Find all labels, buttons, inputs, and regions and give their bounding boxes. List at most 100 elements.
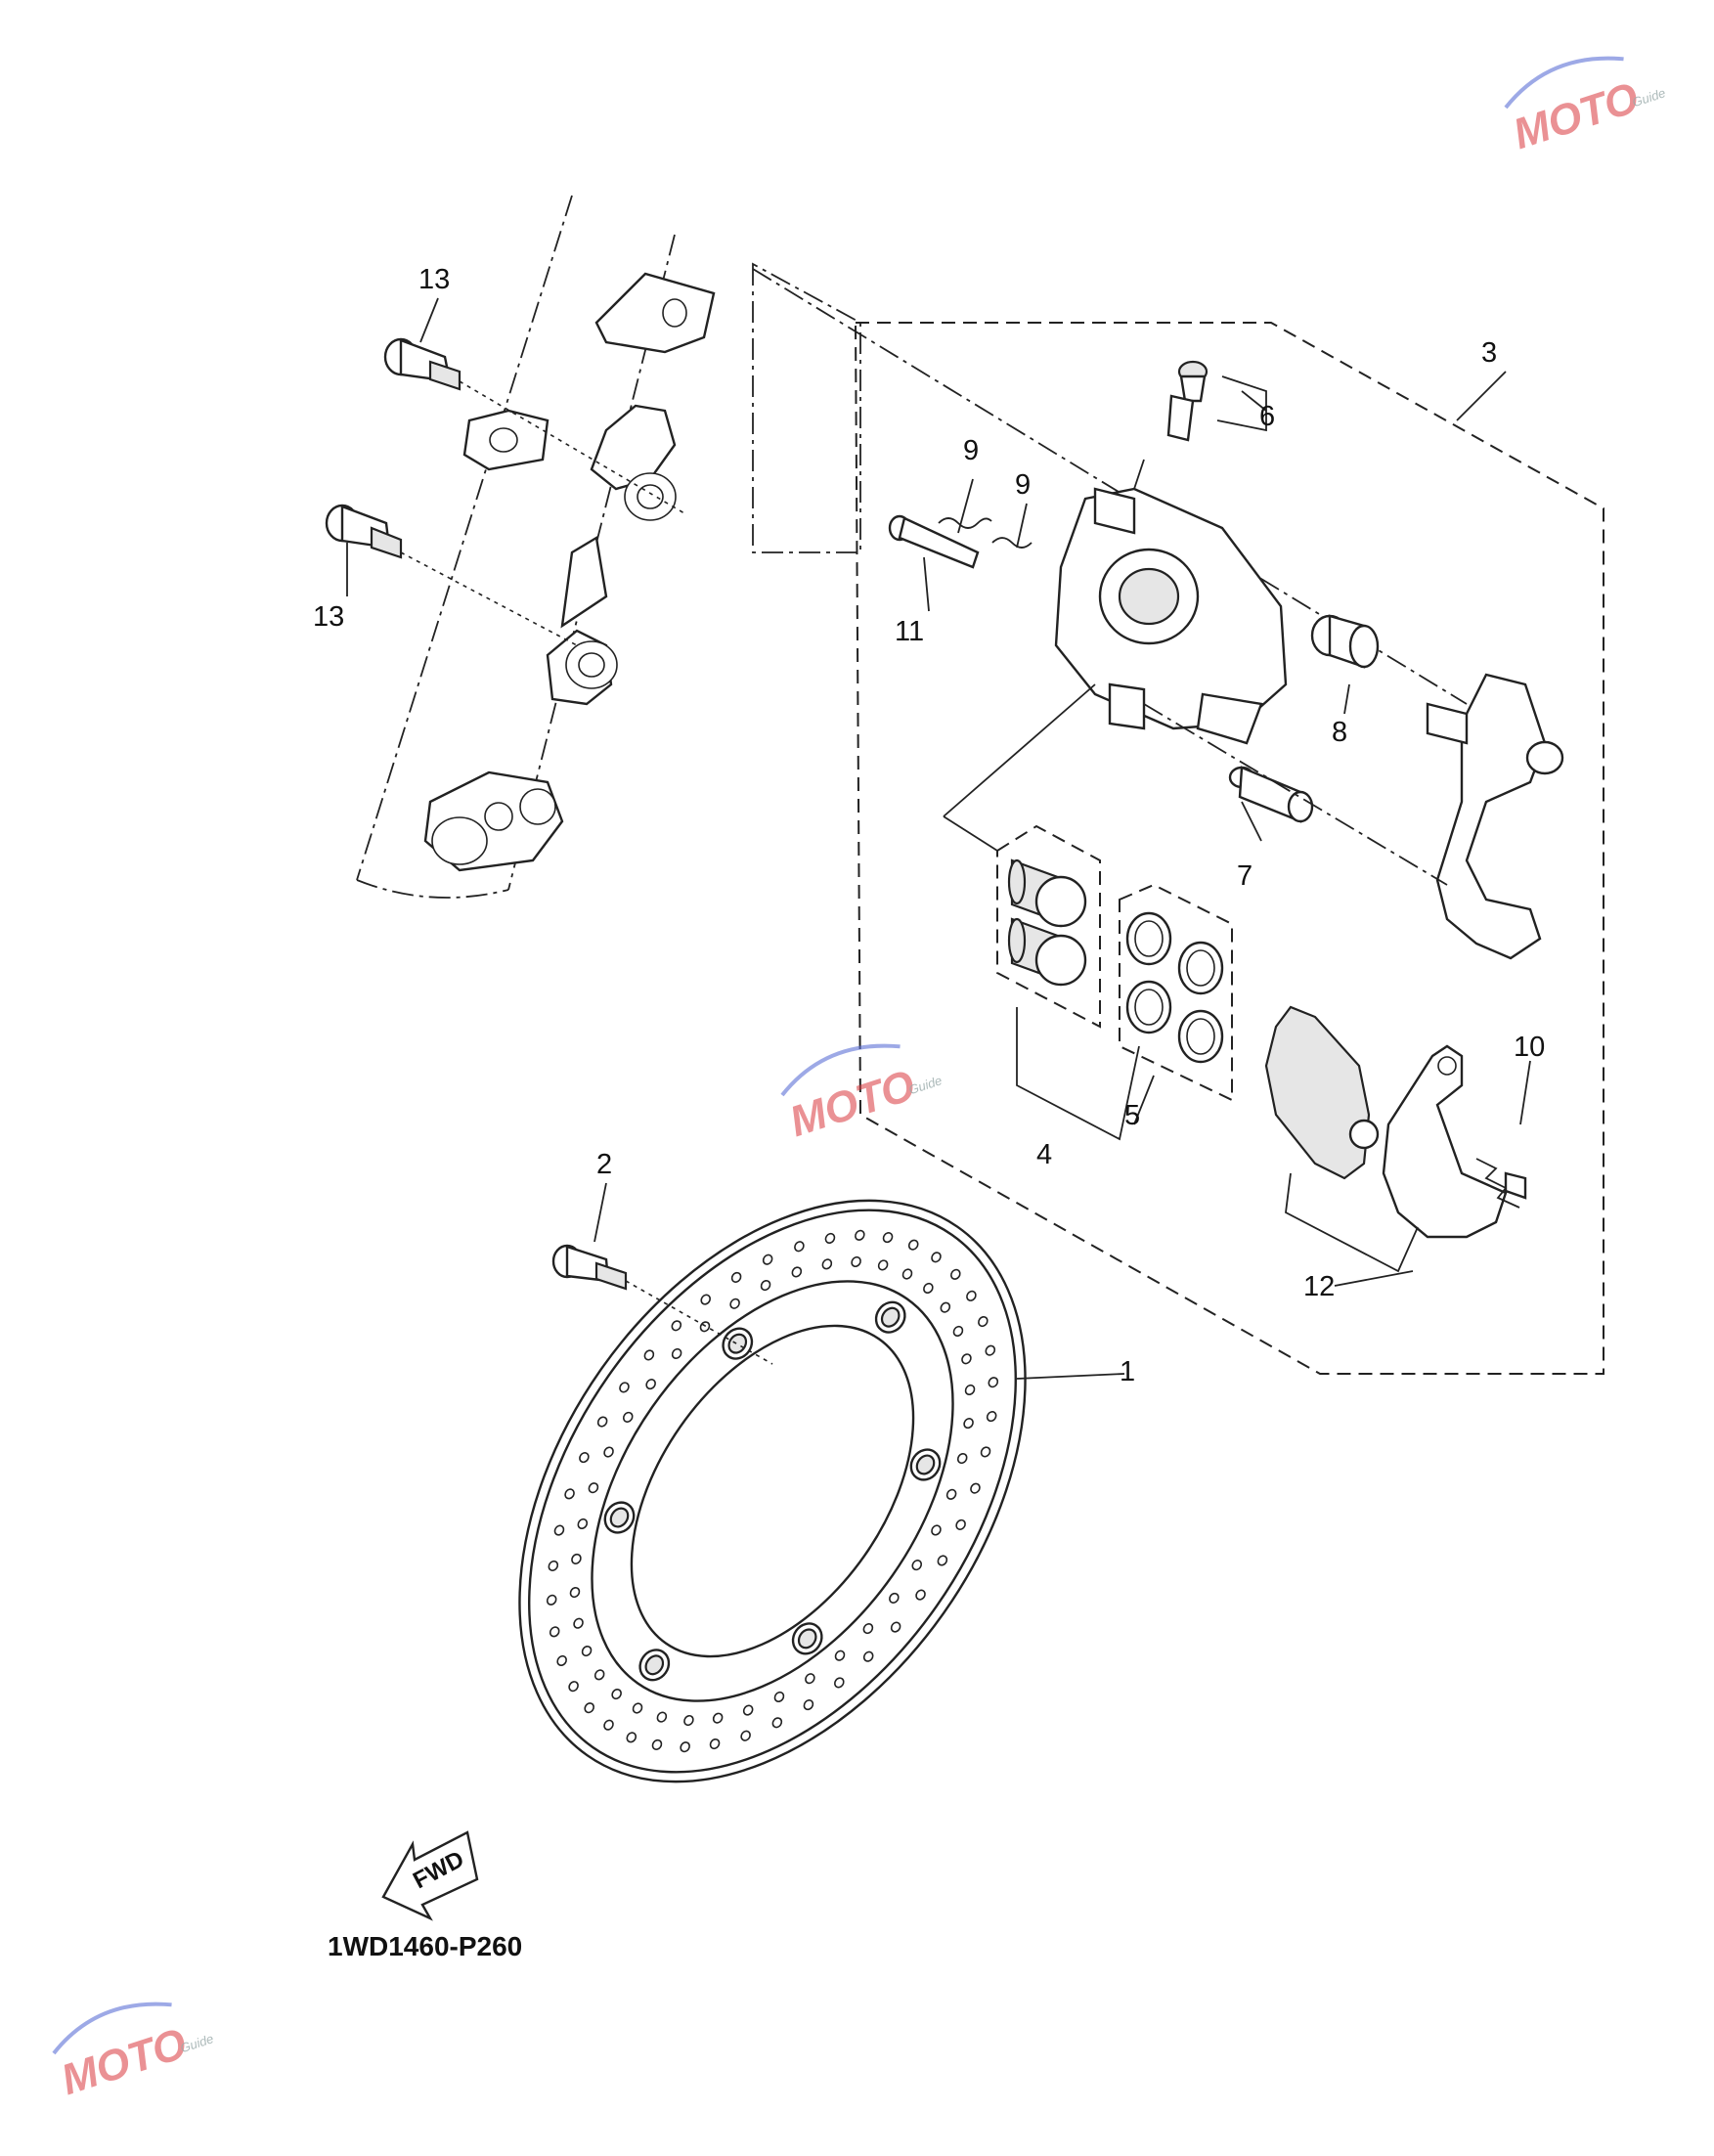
disc-vent-hole: [877, 1259, 889, 1271]
disc-vent-hole: [961, 1353, 972, 1365]
watermark-logo-center: MOTO Guide: [780, 1043, 945, 1146]
disc-vent-hole: [564, 1488, 575, 1500]
disc-vent-hole: [626, 1732, 637, 1743]
disc-vent-hole: [549, 1626, 560, 1638]
disc-vent-hole: [915, 1589, 926, 1601]
disc-vent-hole: [593, 1669, 605, 1681]
watermark-logo-bottom-left: MOTO Guide: [52, 2002, 216, 2104]
disc-vent-hole: [803, 1699, 814, 1711]
disc-vent-hole: [651, 1738, 663, 1750]
disc-vent-hole: [862, 1650, 874, 1662]
callout-6: 6: [1259, 401, 1275, 432]
disc-vent-hole: [851, 1255, 861, 1268]
callout-11: 11: [895, 616, 924, 647]
disc-vent-hole: [986, 1411, 997, 1423]
disc-vent-hole: [556, 1654, 567, 1667]
disc-vent-hole: [945, 1488, 957, 1500]
svg-text:Guide: Guide: [1631, 85, 1668, 110]
callout-1: 1: [1120, 1356, 1135, 1387]
disc-vent-hole: [952, 1325, 964, 1338]
disc-vent-hole: [824, 1232, 836, 1245]
disc-vent-hole: [643, 1349, 655, 1361]
disc-vent-hole: [709, 1738, 721, 1750]
disc-vent-hole: [645, 1379, 656, 1390]
callout-13b: 13: [313, 601, 344, 633]
forward-arrow-icon: FWD: [381, 1830, 479, 1921]
disc-vent-hole: [855, 1229, 865, 1241]
pad-spring: [1475, 1158, 1527, 1209]
disc-vent-hole: [791, 1266, 803, 1278]
disc-vent-hole: [978, 1315, 989, 1328]
callout-3: 3: [1481, 337, 1497, 369]
pistons-group: [996, 824, 1101, 1029]
disc-vent-hole: [740, 1730, 751, 1741]
bleed-screw: [1166, 360, 1209, 442]
brake-disc: [518, 1199, 1027, 1783]
disc-vent-hole: [985, 1344, 996, 1356]
disc-vent-hole: [569, 1586, 581, 1599]
disc-vent-hole: [581, 1645, 593, 1657]
disc-vent-hole: [730, 1271, 742, 1283]
disc-vent-hole: [619, 1382, 630, 1393]
disc-vent-hole: [911, 1560, 923, 1571]
disc-vent-hole: [729, 1298, 740, 1309]
disc-vent-hole: [940, 1301, 951, 1313]
diagram-code: 1WD1460-P260: [328, 1931, 522, 1961]
disc-vent-hole: [964, 1384, 976, 1396]
disc-vent-hole: [966, 1290, 977, 1301]
leader-lines: [346, 297, 1531, 1380]
disc-bolt: [551, 1244, 628, 1291]
disc-vent-hole: [862, 1623, 874, 1635]
disc-rivet: [880, 1306, 901, 1328]
svg-text:Guide: Guide: [179, 2031, 216, 2055]
disc-vent-hole: [680, 1741, 690, 1753]
disc-vent-hole: [584, 1702, 594, 1714]
disc-vent-hole: [901, 1268, 913, 1280]
callout-12: 12: [1303, 1271, 1335, 1302]
disc-vent-hole: [712, 1712, 724, 1724]
svg-text:Guide: Guide: [907, 1073, 945, 1097]
disc-vent-hole: [821, 1258, 833, 1270]
disc-vent-hole: [834, 1677, 845, 1689]
callout-7: 7: [1237, 860, 1253, 892]
disc-vent-hole: [671, 1347, 682, 1359]
disc-vent-hole: [923, 1282, 934, 1295]
disc-vent-hole: [573, 1617, 584, 1629]
disc-vent-hole: [603, 1719, 614, 1731]
callout-labels: 1 2 3 4 5 6 7 8 9 9 10 11 12 13 13: [313, 264, 1545, 1387]
caliper-bracket: [1426, 673, 1564, 960]
disc-vent-hole: [771, 1717, 783, 1729]
disc-vent-hole: [588, 1482, 599, 1494]
bolt-13-upper: [383, 337, 461, 391]
sleeve-boot: [1310, 614, 1380, 669]
bolt-13-lower: [325, 504, 403, 559]
caliper-body: [1054, 487, 1288, 745]
disc-vent-hole: [988, 1377, 999, 1388]
disc-vent-hole: [546, 1594, 557, 1606]
disc-vent-hole: [571, 1553, 582, 1564]
brake-pads: [1264, 1005, 1508, 1239]
disc-vent-hole: [611, 1688, 622, 1700]
pin-clips: [938, 517, 1033, 549]
disc-vent-hole: [603, 1446, 614, 1458]
callout-9a: 9: [963, 435, 979, 466]
disc-rivet: [797, 1628, 817, 1650]
disc-vent-hole: [700, 1294, 711, 1305]
disc-vent-hole: [794, 1241, 805, 1253]
disc-rivet: [727, 1333, 748, 1354]
disc-vent-hole: [950, 1268, 961, 1280]
callout-10: 10: [1514, 1032, 1545, 1063]
callout-8: 8: [1332, 717, 1347, 748]
pad-pin: [888, 514, 980, 569]
callout-13a: 13: [418, 264, 450, 295]
fork-leg: [356, 195, 716, 899]
disc-vent-hole: [931, 1524, 942, 1536]
slide-pin-bolt: [1228, 766, 1314, 823]
disc-rivet: [644, 1654, 665, 1676]
disc-vent-hole: [762, 1254, 773, 1265]
callout-4: 4: [1036, 1139, 1052, 1170]
disc-vent-hole: [955, 1518, 966, 1530]
disc-vent-hole: [568, 1681, 579, 1693]
disc-vent-hole: [760, 1280, 771, 1292]
